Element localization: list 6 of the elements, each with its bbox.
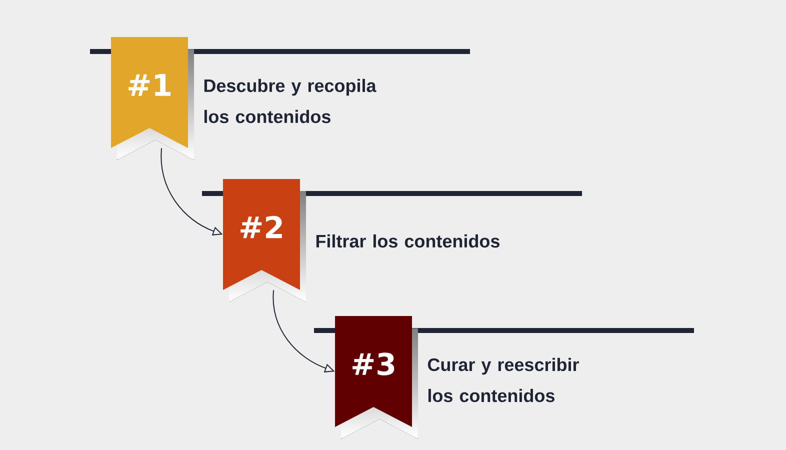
ribbon: #1: [111, 37, 194, 160]
step-text: Filtrar los contenidos: [316, 234, 500, 248]
ribbon: #2: [223, 179, 306, 302]
ribbon: #3: [335, 316, 418, 439]
step-text: Descubre y recopila los contenidos: [204, 78, 376, 124]
step-text: Curar y reescribir los contenidos: [428, 358, 579, 402]
